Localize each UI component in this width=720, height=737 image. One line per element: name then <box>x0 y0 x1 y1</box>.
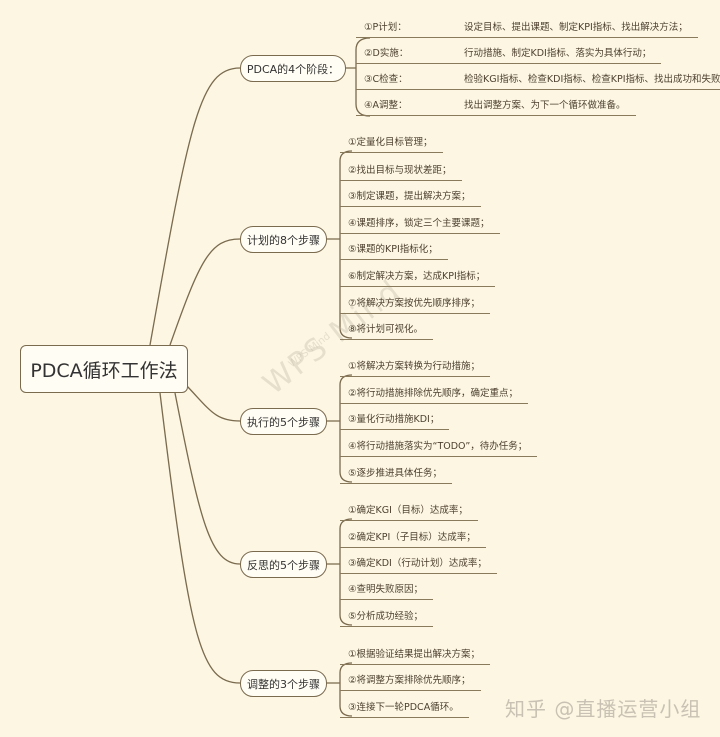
stage-label: ①P计划： <box>364 22 407 33</box>
reflect-step[interactable]: ④查明失败原因； <box>340 583 434 600</box>
stage-text: 设定目标、提出课题、制定KPI指标、找出解决方法； <box>464 22 688 33</box>
stage-text: 找出调整方案、为下一个循环做准备。 <box>464 100 626 111</box>
plan-step[interactable]: ⑤课题的KPI指标化； <box>340 243 448 260</box>
link-root-plan <box>169 238 241 346</box>
stage-label: ③C检查： <box>364 74 408 85</box>
reflect-step[interactable]: ⑤分析成功经验； <box>340 610 434 627</box>
branch-execute-steps[interactable]: 执行的5个步骤 <box>240 408 327 435</box>
bracket-stage <box>344 37 371 117</box>
adjust-step[interactable]: ②将调整方案排除优先顺序； <box>340 674 481 691</box>
root-node[interactable]: PDCA循环工作法 <box>20 345 188 393</box>
execute-step[interactable]: ③量化行动措施KDI； <box>340 413 450 430</box>
execute-step[interactable]: ②将行动措施排除优先顺序，确定重点； <box>340 387 529 404</box>
plan-step[interactable]: ⑧将计划可视化。 <box>340 323 434 340</box>
link-root-stage <box>149 67 241 346</box>
branch-adjust-steps[interactable]: 调整的3个步骤 <box>240 670 327 697</box>
branch-reflect-steps[interactable]: 反思的5个步骤 <box>240 551 327 578</box>
stage-text: 行动措施、制定KDI指标、落实为具体行动； <box>464 48 652 59</box>
plan-step[interactable]: ⑥制定解决方案，达成KPI指标； <box>340 270 496 287</box>
stage-item[interactable]: ④A调整： 找出调整方案、为下一个循环做准备。 <box>356 99 636 116</box>
execute-step[interactable]: ⑤逐步推进具体任务； <box>340 467 453 484</box>
plan-step[interactable]: ①定量化目标管理； <box>340 136 443 153</box>
credit-watermark: 知乎 @直播运营小组 <box>505 697 702 721</box>
reflect-step[interactable]: ②确定KPI（子目标）达成率； <box>340 531 486 548</box>
plan-step[interactable]: ②找出目标与现状差距； <box>340 164 462 181</box>
stage-label: ②D实施： <box>364 48 409 59</box>
reflect-step[interactable]: ①确定KGI（目标）达成率； <box>340 504 478 521</box>
adjust-step[interactable]: ③连接下一轮PDCA循环。 <box>340 701 469 718</box>
link-root-execute <box>185 384 241 422</box>
branch-plan-steps[interactable]: 计划的8个步骤 <box>240 226 327 253</box>
stage-label: ④A调整： <box>364 100 408 111</box>
execute-step[interactable]: ①将解决方案转换为行动措施； <box>340 360 491 377</box>
plan-step[interactable]: ③制定课题，提出解决方案； <box>340 190 481 207</box>
link-root-adjust <box>159 392 241 684</box>
stage-item[interactable]: ①P计划： 设定目标、提出课题、制定KPI指标、找出解决方法； <box>356 21 698 38</box>
plan-step[interactable]: ④课题排序，锁定三个主要课题； <box>340 217 500 234</box>
stage-item[interactable]: ②D实施： 行动措施、制定KDI指标、落实为具体行动； <box>356 47 662 64</box>
adjust-step[interactable]: ①根据验证结果提出解决方案； <box>340 648 491 665</box>
execute-step[interactable]: ④将行动措施落实为“TODO”，待办任务； <box>340 440 538 457</box>
plan-step[interactable]: ⑦将解决方案按优先顺序排序； <box>340 297 491 314</box>
stage-text: 检验KGI指标、检查KDI指标、检查KPI指标、找出成功和失败； <box>464 74 720 85</box>
stage-item[interactable]: ③C检查： 检验KGI指标、检查KDI指标、检查KPI指标、找出成功和失败； <box>356 73 720 90</box>
branch-pdca-stages[interactable]: PDCA的4个阶段： <box>240 55 346 82</box>
reflect-step[interactable]: ③确定KDI（行动计划）达成率； <box>340 557 497 574</box>
link-root-reflect <box>174 392 241 565</box>
